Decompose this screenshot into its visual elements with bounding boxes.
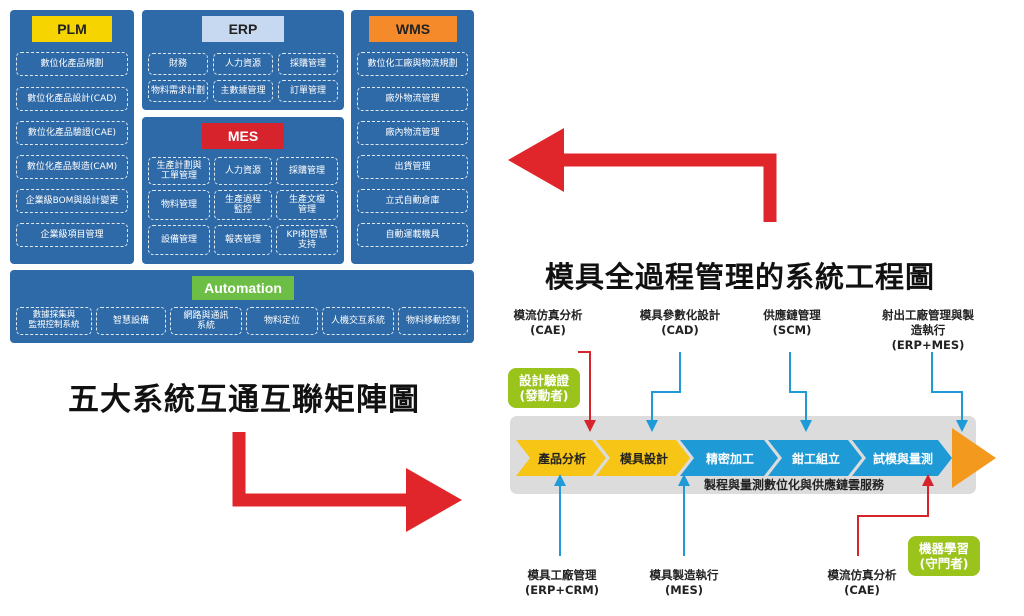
plm-item: 數位化產品驗證(CAE) xyxy=(16,121,128,145)
automation-item: 物料定位 xyxy=(246,307,318,335)
top-label: 模流仿真分析 (CAE) xyxy=(513,308,583,337)
mes-item: KPI和智慧 支持 xyxy=(276,225,338,255)
bottom-label: 模流仿真分析 (CAE) xyxy=(827,568,897,597)
erp-item: 主數據管理 xyxy=(213,80,273,102)
arrowhead-icon xyxy=(646,420,658,432)
arrowhead-icon xyxy=(800,420,812,432)
plm-item: 數位化產品製造(CAM) xyxy=(16,155,128,179)
arrowhead-icon xyxy=(678,474,690,486)
bottom-label: 模具製造執行 (MES) xyxy=(649,568,719,597)
mes-item: 報表管理 xyxy=(214,225,272,255)
wms-panel: WMS 數位化工廠與物流規劃 廠外物流管理 廠內物流管理 出貨管理 立式自動倉庫… xyxy=(351,10,474,264)
chevron-step xyxy=(680,440,778,476)
erp-item: 財務 xyxy=(148,53,208,75)
mes-item: 採購管理 xyxy=(276,157,338,185)
wms-item: 出貨管理 xyxy=(357,155,468,179)
plm-item: 數位化產品設計(CAD) xyxy=(16,87,128,111)
erp-item: 訂單管理 xyxy=(278,80,338,102)
automation-header: Automation xyxy=(192,276,294,300)
step-label: 精密加工 xyxy=(705,451,754,466)
bottom-label: 模具工廠管理 (ERP+CRM) xyxy=(524,568,600,597)
connector-line xyxy=(857,484,929,556)
band-label: 製程與量測數位化與供應鏈雲服務 xyxy=(704,478,885,492)
step-label: 試模與量測 xyxy=(872,451,933,466)
chevron-step xyxy=(596,440,690,476)
step-label: 模具設計 xyxy=(619,451,668,466)
process-title: 模具全過程管理的系統工程圖 xyxy=(545,260,936,294)
erp-item: 採購管理 xyxy=(278,53,338,75)
chevron-step xyxy=(768,440,862,476)
step-label: 產品分析 xyxy=(537,451,586,466)
initiator-bubble: 設計驗證 (發動者) xyxy=(508,368,580,408)
erp-panel: ERP 財務 人力資源 採購管理 物料需求計劃 主數據管理 訂單管理 xyxy=(142,10,344,110)
chevron-step xyxy=(852,440,952,476)
arrowhead-icon xyxy=(584,420,596,432)
mes-item: 物料管理 xyxy=(148,190,210,220)
wms-item: 立式自動倉庫 xyxy=(357,189,468,213)
red-arrow-left-icon xyxy=(508,128,777,222)
wms-item: 廠外物流管理 xyxy=(357,87,468,111)
mes-item: 生產過程 監控 xyxy=(214,190,272,220)
mes-item: 生產文檔 管理 xyxy=(276,190,338,220)
erp-item: 物料需求計劃 xyxy=(148,80,208,102)
plm-item: 企業級項目管理 xyxy=(16,223,128,247)
automation-item: 網路與通訊 系統 xyxy=(170,307,242,335)
top-label: 模具參數化設計 (CAD) xyxy=(639,308,721,337)
mes-item: 生產計劃與 工單管理 xyxy=(148,157,210,185)
red-arrow-right-icon xyxy=(232,432,462,532)
plm-item: 數位化產品規劃 xyxy=(16,52,128,76)
flow-arrow-icon xyxy=(952,428,996,488)
connector-line xyxy=(789,352,807,422)
plm-item: 企業級BOM與設計變更 xyxy=(16,189,128,213)
chevron-step xyxy=(516,440,606,476)
arrowhead-icon xyxy=(956,420,968,432)
automation-item: 物料移動控制 xyxy=(398,307,468,335)
connector-line xyxy=(931,352,963,422)
automation-panel: Automation 數據採集與 監視控制系統 智慧設備 網路與通訊 系統 物料… xyxy=(10,270,474,343)
mes-header: MES xyxy=(202,123,284,149)
erp-item: 人力資源 xyxy=(213,53,273,75)
plm-header: PLM xyxy=(32,16,112,42)
wms-item: 數位化工廠與物流規劃 xyxy=(357,52,468,76)
gatekeeper-bubble: 機器學習 (守門者) xyxy=(908,536,980,576)
wms-item: 廠內物流管理 xyxy=(357,121,468,145)
wms-item: 自動運載機具 xyxy=(357,223,468,247)
automation-item: 智慧設備 xyxy=(96,307,166,335)
mes-item: 人力資源 xyxy=(214,157,272,185)
wms-header: WMS xyxy=(369,16,457,42)
automation-item: 人機交互系統 xyxy=(322,307,394,335)
mes-panel: MES 生產計劃與 工單管理 人力資源 採購管理 物料管理 生產過程 監控 生產… xyxy=(142,117,344,264)
top-label: 射出工廠管理與製造執行 (ERP+MES) xyxy=(882,308,974,352)
connector-line xyxy=(578,351,591,422)
connector-line xyxy=(651,352,681,422)
plm-panel: PLM 數位化產品規劃 數位化產品設計(CAD) 數位化產品驗證(CAE) 數位… xyxy=(10,10,134,264)
mes-item: 設備管理 xyxy=(148,225,210,255)
top-label: 供應鏈管理 (SCM) xyxy=(763,308,821,337)
matrix-caption: 五大系統互通互聯矩陣圖 xyxy=(68,382,420,418)
step-label: 鉗工組立 xyxy=(791,451,840,466)
arrowhead-icon xyxy=(922,474,934,486)
erp-header: ERP xyxy=(202,16,284,42)
arrowhead-icon xyxy=(554,474,566,486)
automation-item: 數據採集與 監視控制系統 xyxy=(16,307,92,335)
